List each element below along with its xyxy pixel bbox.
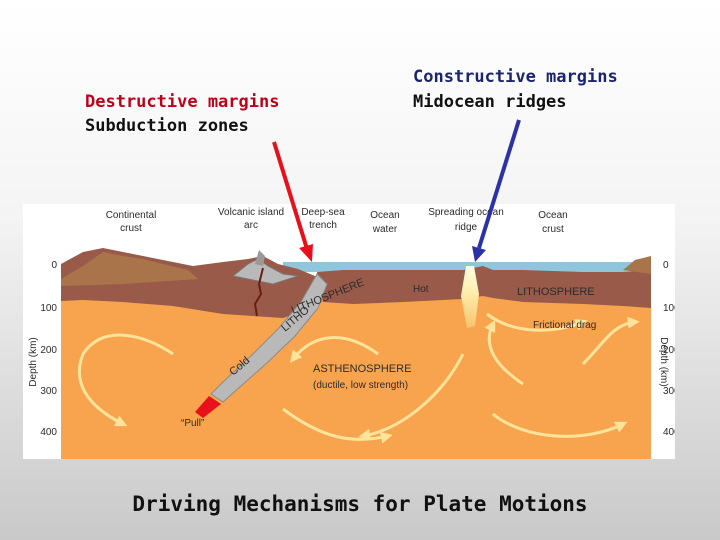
destructive-arrow-shaft [272, 141, 309, 250]
diagram-caption: Driving Mechanisms for Plate Motions [132, 492, 588, 516]
continental-crust-label-1: Continental [106, 210, 157, 221]
frictional-drag-label: Frictional drag [533, 320, 596, 331]
destructive-arrow-head [299, 244, 313, 262]
depth-tick-right-0: 0 [663, 260, 669, 271]
ocean-water-label-1: Ocean [370, 210, 399, 221]
depth-tick-left-0: 0 [51, 260, 57, 271]
depth-tick-left-300: 300 [40, 386, 57, 397]
depth-tick-right-400: 400 [663, 427, 675, 438]
depth-tick-right-300: 300 [663, 386, 675, 397]
pull-label: “Pull” [181, 418, 204, 429]
volcanic-arc-label-2: arc [244, 220, 258, 231]
ocean-crust-label-2: crust [542, 224, 564, 235]
lithosphere-right-label: LITHOSPHERE [517, 286, 595, 298]
ocean-water-label-2: water [372, 224, 398, 235]
hot-label: Hot [413, 284, 429, 295]
constructive-arrow-shaft [477, 119, 521, 249]
subducting-slab [210, 273, 328, 403]
midocean-ridges-label: Midocean ridges [413, 92, 567, 112]
continental-crust-label-2: crust [120, 223, 142, 234]
destructive-margins-title: Destructive margins [85, 92, 280, 112]
volcanic-arc-label-1: Volcanic island [218, 207, 284, 218]
depth-ticks: 0 0 100 100 200 200 300 300 400 400 [40, 260, 675, 438]
ridge-plume [461, 266, 479, 328]
depth-tick-right-100: 100 [663, 303, 675, 314]
constructive-arrow-head [472, 246, 486, 262]
pull-arrow [195, 396, 221, 418]
trench-label-2: trench [309, 220, 337, 231]
asthenosphere-label: ASTHENOSPHERE [313, 363, 411, 375]
asthenosphere-note: (ductile, low strength) [313, 380, 408, 391]
right-continent-crust [623, 256, 651, 274]
continental-crust-shape [61, 252, 198, 286]
constructive-margins-title: Constructive margins [413, 67, 618, 87]
depth-tick-left-100: 100 [40, 303, 57, 314]
trench-label-1: Deep-sea [301, 207, 345, 218]
flow-arrows [77, 312, 640, 444]
magma-conduit [253, 267, 264, 317]
volcano-plume [255, 250, 265, 266]
depth-tick-right-200: 200 [663, 345, 675, 356]
ridge-label-1: Spreading ocean [428, 207, 504, 218]
volcanic-arc-shape [231, 258, 299, 285]
depth-tick-left-200: 200 [40, 345, 57, 356]
asthenosphere-region [61, 276, 651, 459]
ridge-label-2: ridge [455, 222, 478, 233]
right-depth-axis-title: Depth (km) [658, 337, 669, 386]
ocean-crust-label-1: Ocean [538, 210, 567, 221]
plate-tectonics-diagram: Continental crust Volcanic island arc De… [23, 204, 675, 459]
depth-tick-left-400: 400 [40, 427, 57, 438]
subduction-zones-label: Subduction zones [85, 116, 249, 136]
left-depth-axis-title: Depth (km) [28, 337, 39, 386]
oceanic-lithosphere [317, 266, 651, 308]
